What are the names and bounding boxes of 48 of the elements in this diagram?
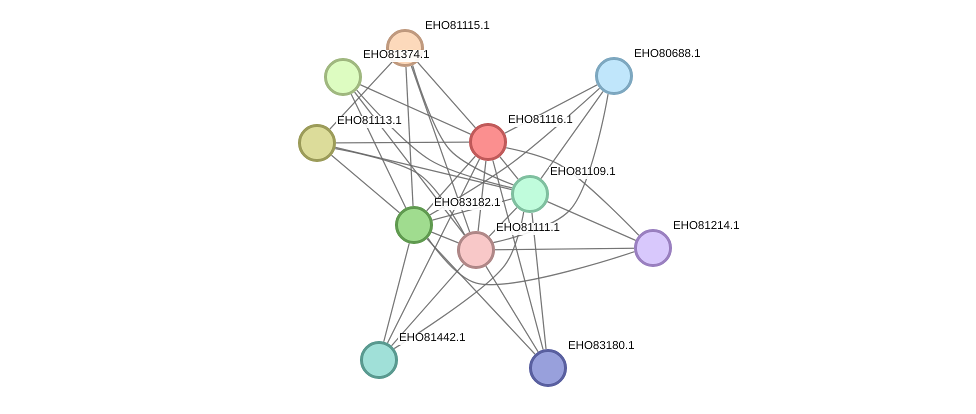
protein-node-circle [511, 175, 549, 213]
interaction-edge [426, 238, 536, 355]
interaction-edge [485, 266, 539, 352]
interaction-edge [391, 264, 464, 346]
interaction-edge [383, 243, 410, 342]
interaction-edge [427, 238, 635, 286]
interaction-edge [335, 146, 512, 190]
protein-node-circle [395, 206, 433, 244]
protein-label: EHO81374.1 [362, 50, 430, 62]
protein-label: EHO83182.1 [433, 198, 502, 210]
protein-label: EHO81109.1 [549, 167, 617, 178]
interaction-edge [410, 66, 470, 232]
protein-node-circle [529, 349, 567, 387]
interaction-edge [386, 158, 480, 344]
interaction-edge [335, 148, 466, 236]
protein-label: EHO81214.1 [672, 221, 740, 232]
interaction-edge [531, 212, 547, 350]
interaction-edge [547, 201, 636, 241]
interaction-edge [417, 62, 476, 128]
interaction-edge [540, 91, 604, 179]
interaction-edge [492, 160, 544, 350]
protein-node-circle [298, 124, 336, 162]
protein-label: EHO83180.1 [567, 341, 636, 352]
protein-label: EHO81442.1 [398, 333, 466, 344]
interaction-edge [506, 147, 640, 236]
protein-label: EHO81116.1 [507, 115, 574, 126]
interaction-edge [495, 248, 634, 250]
interaction-edge [412, 65, 514, 186]
interaction-edge [360, 84, 471, 135]
protein-node-circle [595, 57, 633, 95]
interaction-edge [336, 141, 469, 144]
interaction-edge [331, 154, 400, 214]
interaction-edge [350, 94, 406, 208]
interaction-edge [405, 66, 414, 206]
interaction-edge [329, 62, 393, 130]
protein-node-circle [324, 58, 362, 96]
protein-node-circle [457, 231, 495, 269]
interaction-edge [356, 90, 512, 189]
protein-label: EHO81115.1 [424, 21, 491, 32]
interaction-edge [431, 232, 459, 244]
protein-label: EHO81111.1 [495, 223, 561, 234]
interaction-edge [426, 156, 476, 212]
protein-label: EHO80688.1 [633, 49, 702, 60]
protein-node-circle [360, 341, 398, 379]
protein-node-circle [469, 123, 507, 161]
protein-node-circle [634, 229, 672, 267]
interaction-edge [499, 156, 519, 180]
protein-label: EHO81113.1 [336, 116, 403, 128]
